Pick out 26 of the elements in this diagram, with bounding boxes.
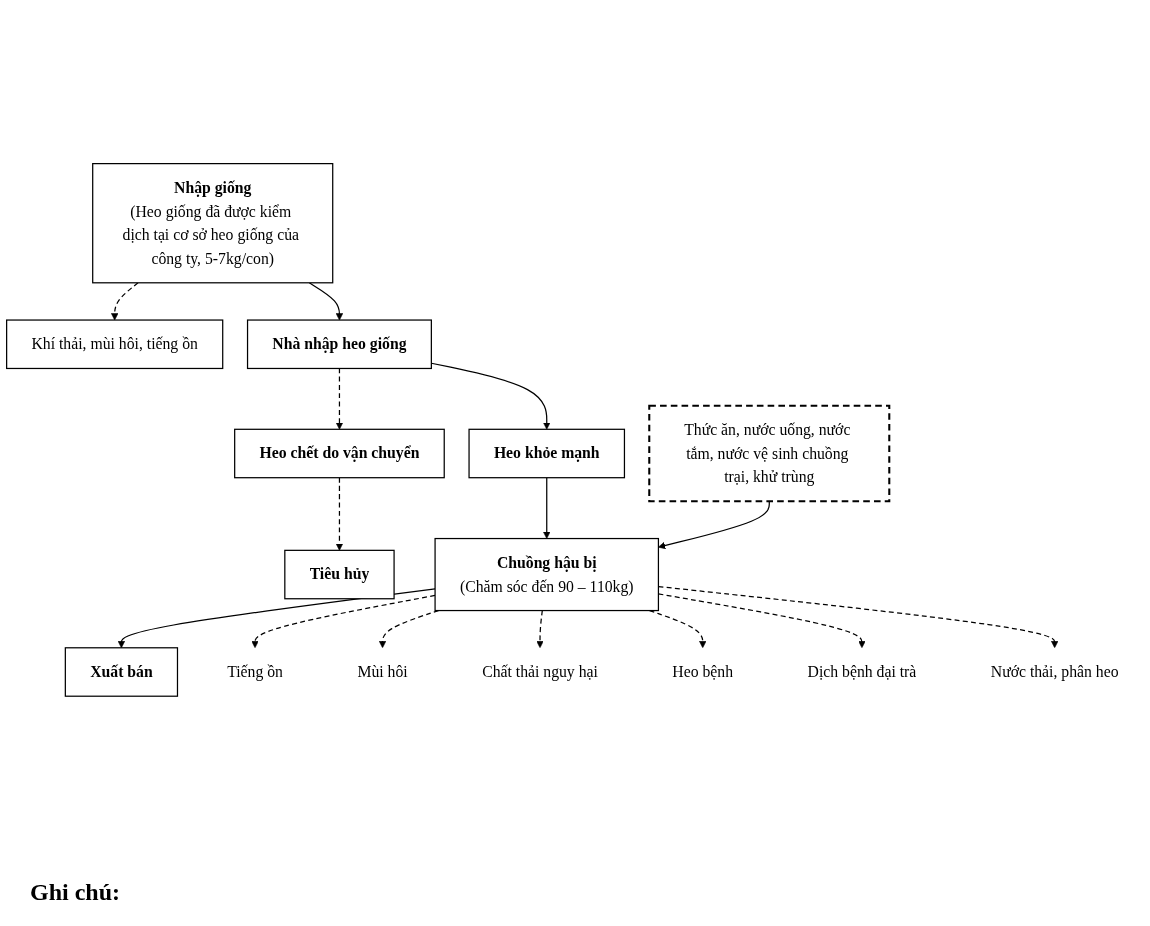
node-text: Dịch bệnh đại trà	[807, 662, 917, 681]
arrow	[378, 610, 440, 649]
node-box	[92, 163, 334, 284]
node-box	[434, 538, 660, 612]
arrow	[308, 282, 344, 321]
node-box	[6, 319, 224, 370]
node-text: Tiếng ồn	[227, 662, 283, 681]
arrow	[335, 477, 344, 551]
arrow	[543, 477, 551, 539]
node-box	[64, 647, 179, 697]
node-text: Mùi hôi	[357, 662, 408, 681]
arrow	[335, 367, 344, 430]
node-box	[648, 404, 891, 503]
node-text: Heo bệnh	[672, 662, 734, 681]
node-box	[246, 319, 432, 370]
node-box	[468, 428, 626, 479]
node-text: Chất thải nguy hại	[482, 662, 598, 681]
flowchart: Nhập giống (Heo giống đã được kiểm dịch tại cơ sở heo giống của công ty, 5-7kg/con) Khí thải, mùi hôi, tiếng ồn Nhà nhập heo giống Heo chết do vận chuyển Tiêu hủy Heo khỏe mạnh Thức ăn, nước uống, nước tắm, nước vệ sinh chuồng trại, khử trùng Chuồng hậu bị (Chăm sóc đến 90 – 110kg) Xuất bán Tiếng ồn Mùi hôi Chất thải nguy hại Heo bệnh Dịch bệnh đại trà Nước thải, phân heo	[0, 157, 1150, 703]
node-text: Nước thải, phân heo	[990, 662, 1119, 681]
note-heading: Ghi chú:	[30, 879, 121, 906]
arrow	[111, 282, 139, 321]
node-box	[234, 428, 445, 479]
arrow	[117, 588, 436, 649]
arrow	[536, 610, 544, 649]
arrow	[251, 594, 436, 649]
node-box	[284, 549, 395, 600]
